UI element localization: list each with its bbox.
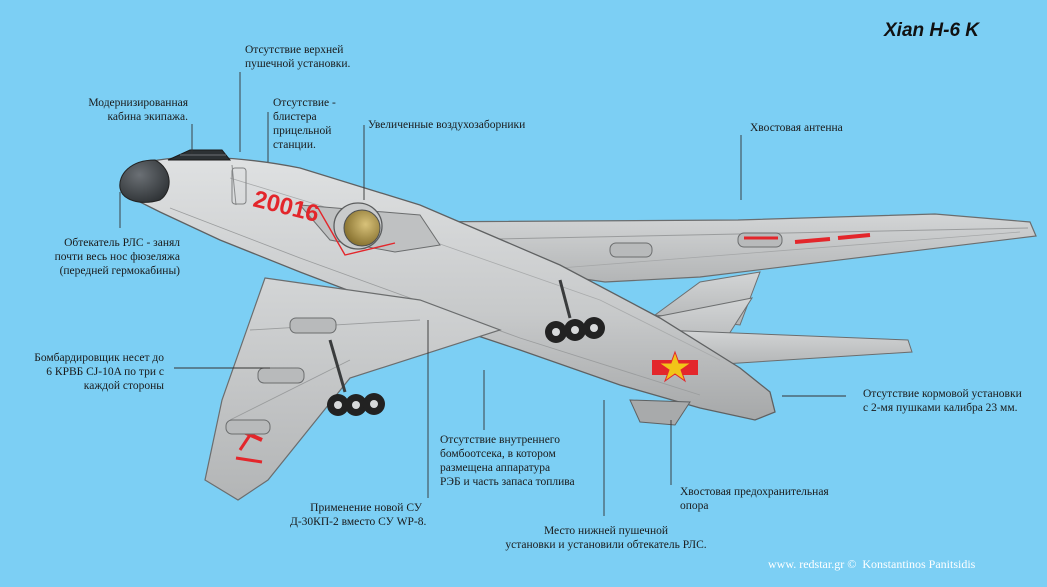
annotation-blister: Отсутствие - блистера прицельной станции… (273, 97, 336, 151)
tail-support (629, 399, 691, 426)
annotation-radome: Обтекатель РЛС - занял почти весь нос фю… (54, 237, 180, 277)
main-landing-gear-left (327, 339, 385, 416)
annotation-rear-gun: Отсутствие кормовой установки с 2-мя пуш… (863, 388, 1022, 414)
engine-intake (298, 202, 441, 256)
cockpit-canopy (167, 149, 232, 161)
plaaf-star-insignia (652, 350, 698, 383)
aircraft-title: Xian H-6 K (884, 20, 980, 41)
fuselage (127, 156, 776, 421)
main-landing-gear-right (545, 279, 605, 343)
nose-radome (119, 159, 170, 203)
annotation-tail-antenna: Хвостовая антенна (750, 122, 843, 134)
annotation-intakes: Увеличенные воздухозаборники (368, 119, 526, 131)
annotation-missiles: Бомбардировщик несет до 6 КРВБ CJ-10A по… (34, 352, 164, 392)
left-wing-missiles (225, 317, 337, 435)
annotation-tail-support: Хвостовая предохранительная опора (680, 486, 829, 512)
annotation-upper-gun: Отсутствие верхней пушечной установки. (245, 44, 351, 70)
leader-lines (119, 72, 846, 516)
annotation-cockpit: Модернизированная кабина экипажа. (88, 97, 188, 123)
annotation-engines: Применение новой СУ Д-30КП-2 вместо СУ W… (290, 502, 427, 528)
annotation-bomb-bay: Отсутствие внутреннего бомбоотсека, в ко… (440, 434, 575, 488)
credit-line: www. redstar.gr © Konstantinos Panitsidi… (768, 557, 976, 571)
annotation-lower-gun: Место нижней пушечной установки и устано… (505, 525, 707, 551)
